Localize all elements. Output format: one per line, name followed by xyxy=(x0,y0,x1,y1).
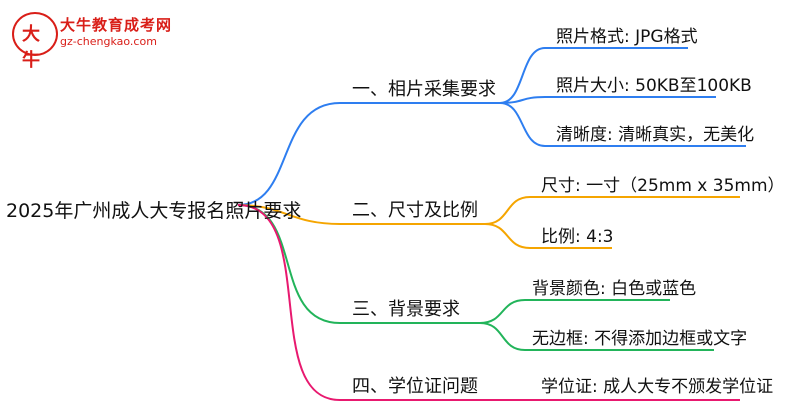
branch-1-label: 一、相片采集要求 xyxy=(352,79,496,100)
branch-3-leaf-2-line xyxy=(479,322,714,351)
root-to-branch-2-line xyxy=(237,204,485,225)
branch-2-leaf-2-line xyxy=(484,223,612,249)
branch-2-leaf-1: 尺寸: 一寸（25mm x 35mm） xyxy=(541,176,785,196)
logo-site-name: 大牛教育成考网 xyxy=(60,16,173,34)
root-to-branch-1-line xyxy=(237,102,500,206)
branch-2-leaf-1-line xyxy=(484,196,740,225)
branch-4-connectors xyxy=(237,204,740,401)
branch-1-leaf-2: 照片大小: 50KB至100KB xyxy=(556,76,752,96)
branch-3-leaf-1: 背景颜色: 白色或蓝色 xyxy=(532,279,697,299)
branch-1-leaf-3: 清晰度: 清晰真实，无美化 xyxy=(556,125,755,145)
branch-3-leaf-2: 无边框: 不得添加边框或文字 xyxy=(532,329,748,349)
branch-3-leaf-1-line xyxy=(479,299,670,324)
logo-mark-text: 大牛 xyxy=(22,24,40,71)
branch-1-leaf-2-line xyxy=(499,96,716,104)
root-to-branch-4-line xyxy=(237,204,740,401)
branch-2-label: 二、尺寸及比例 xyxy=(352,200,478,221)
branch-2-leaf-2: 比例: 4:3 xyxy=(541,227,614,247)
branch-2-connectors xyxy=(237,196,740,249)
branch-4-label: 四、学位证问题 xyxy=(352,376,478,397)
logo-site-url: gz-chengkao.com xyxy=(60,35,157,48)
logo-seal-icon: 大牛 xyxy=(12,12,58,71)
branch-4-leaf-1: 学位证: 成人大专不颁发学位证 xyxy=(541,377,774,397)
branch-3-label: 三、背景要求 xyxy=(352,299,460,320)
mindmap-root-topic: 2025年广州成人大专报名照片要求 xyxy=(6,200,302,222)
branch-1-leaf-1: 照片格式: JPG格式 xyxy=(556,27,698,47)
branch-1-leaf-1-line xyxy=(499,47,688,104)
branch-1-leaf-3-line xyxy=(499,102,746,147)
branch-1-connectors xyxy=(237,47,746,206)
site-logo[interactable]: 大牛 大牛教育成考网 gz-chengkao.com xyxy=(12,10,173,71)
mindmap-connectors xyxy=(237,47,746,401)
